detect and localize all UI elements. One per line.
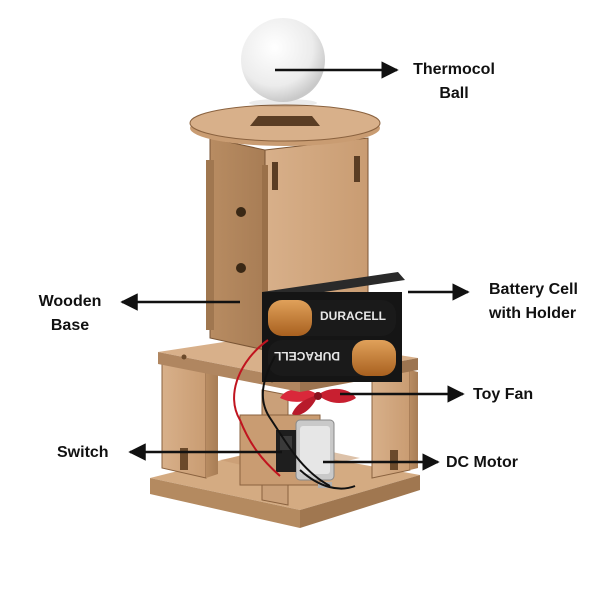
label-thermocol-line2: Ball (439, 85, 469, 102)
label-battery-line1: Battery Cell (489, 281, 578, 298)
battery-holder: DURACELL DURACELL (262, 272, 405, 382)
label-switch: Switch (57, 444, 109, 461)
label-wooden-base: Wooden Base (30, 290, 110, 338)
label-thermocol-ball: Thermocol Ball (404, 58, 504, 106)
label-toy-fan: Toy Fan (473, 386, 534, 403)
thermocol-ball (241, 18, 325, 107)
toy-fan (280, 388, 356, 416)
battery-brand-lower: DURACELL (274, 349, 340, 363)
battery-brand-upper: DURACELL (320, 309, 386, 323)
label-wooden-line1: Wooden (38, 293, 102, 310)
top-plate (189, 104, 381, 146)
label-battery-line2: with Holder (489, 305, 577, 322)
label-battery-cell: Battery Cell with Holder (489, 278, 578, 326)
label-dc-motor: DC Motor (446, 454, 518, 471)
wires (233, 339, 356, 490)
pointer-arrows (120, 61, 470, 471)
label-wooden-line2: Base (50, 317, 90, 334)
label-thermocol-line1: Thermocol (413, 61, 495, 78)
dc-motor (239, 414, 335, 488)
